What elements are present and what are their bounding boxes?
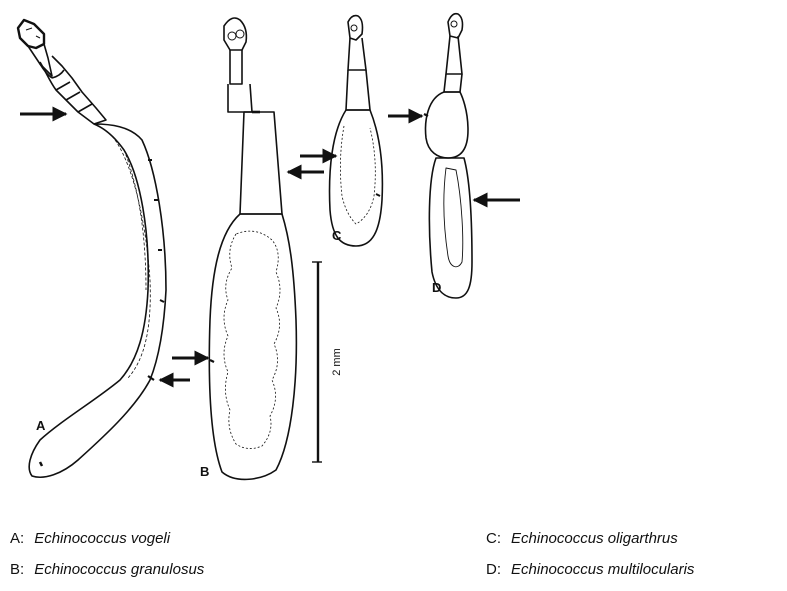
legend-item-b: B: Echinococcus granulosus — [10, 561, 204, 578]
legend-letter: C — [486, 530, 497, 547]
specimen-b-drawing — [209, 18, 296, 479]
legend-species-name: Echinococcus multilocularis — [511, 561, 694, 578]
specimen-a-drawing — [18, 20, 166, 477]
specimen-b-label: B — [200, 464, 209, 479]
legend-separator: : — [497, 561, 501, 578]
legend-item-d: D: Echinococcus multilocularis — [486, 561, 694, 578]
legend-letter: B — [10, 561, 20, 578]
legend-item-c: C: Echinococcus oligarthrus — [486, 530, 678, 547]
legend-separator: : — [20, 561, 24, 578]
specimen-c-drawing — [330, 16, 383, 246]
legend-species-name: Echinococcus vogeli — [34, 530, 170, 547]
specimen-d-drawing — [424, 14, 472, 298]
specimen-c-label: C — [332, 228, 342, 243]
specimen-d-label: D — [432, 280, 441, 295]
legend-species-name: Echinococcus granulosus — [34, 561, 204, 578]
scale-bar — [312, 262, 322, 462]
legend-species-name: Echinococcus oligarthrus — [511, 530, 678, 547]
echinococcus-diagram: A B 2 mm — [0, 0, 787, 500]
legend-separator: : — [497, 530, 501, 547]
legend-item-a: A: Echinococcus vogeli — [10, 530, 170, 547]
legend-letter: A — [10, 530, 20, 547]
legend-separator: : — [20, 530, 24, 547]
legend-letter: D — [486, 561, 497, 578]
specimen-a-label: A — [36, 418, 46, 433]
scale-bar-label: 2 mm — [331, 348, 343, 376]
